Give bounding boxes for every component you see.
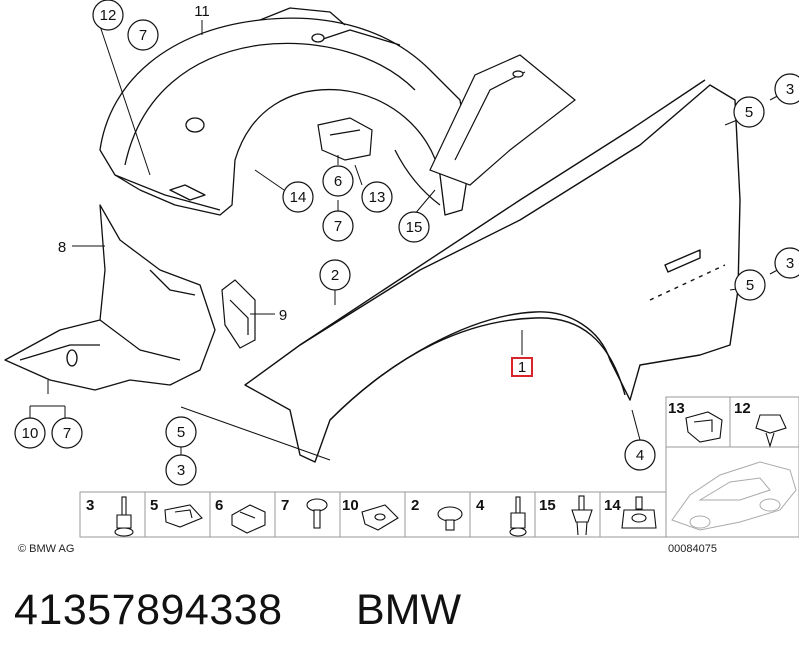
- legend-label-6: 6: [215, 497, 223, 514]
- legend-label-2: 2: [411, 497, 419, 514]
- part-number: 41357894338: [14, 586, 283, 634]
- bracket-6-icon: [231, 504, 266, 534]
- callout-6: 6: [322, 165, 354, 197]
- svg-text:3: 3: [786, 81, 794, 98]
- callout-3-left: 3: [165, 454, 197, 486]
- plug-14-icon: [621, 496, 657, 529]
- svg-text:1: 1: [518, 359, 526, 376]
- callout-9: 9: [279, 307, 287, 324]
- svg-text:15: 15: [406, 219, 423, 236]
- callout-15: 15: [398, 211, 430, 243]
- expanding-rivet-15-icon: [571, 495, 593, 536]
- callout-10: 10: [14, 417, 46, 449]
- svg-text:2: 2: [331, 267, 339, 284]
- legend-bottom: 3 5 6 7 10 2 4 15 14: [79, 491, 667, 538]
- svg-text:10: 10: [22, 425, 39, 442]
- nut-clip-5-icon: [164, 504, 203, 528]
- legend-label-5: 5: [150, 497, 158, 514]
- screw-7-icon: [306, 498, 328, 529]
- svg-text:5: 5: [745, 104, 753, 121]
- callout-11: 11: [194, 3, 210, 20]
- callout-8: 8: [58, 239, 66, 256]
- svg-text:3: 3: [177, 462, 185, 479]
- legend-label-14: 14: [604, 497, 621, 514]
- callout-13: 13: [361, 181, 393, 213]
- legend-label-7: 7: [281, 497, 289, 514]
- svg-text:13: 13: [369, 189, 386, 206]
- callout-7-top: 7: [127, 19, 159, 51]
- callout-5-right-mid: 5: [734, 269, 766, 301]
- svg-text:3: 3: [786, 255, 794, 272]
- legend-label-15: 15: [539, 497, 556, 514]
- callout-5-right-top: 5: [733, 96, 765, 128]
- nut-clip-10-icon: [361, 504, 399, 531]
- screw-4-icon: [509, 496, 527, 537]
- callout-14: 14: [282, 181, 314, 213]
- bracket-part-9: [221, 279, 256, 349]
- svg-text:7: 7: [63, 425, 71, 442]
- svg-text:7: 7: [334, 218, 342, 235]
- callout-3-right-mid: 3: [774, 247, 799, 279]
- copyright-text: © BMW AG: [18, 543, 74, 555]
- svg-text:9: 9: [279, 307, 287, 324]
- wheel-housing-rear-part-11: [99, 7, 471, 216]
- callout-2: 2: [319, 259, 351, 291]
- svg-text:8: 8: [58, 239, 66, 256]
- svg-text:4: 4: [636, 447, 644, 464]
- car-silhouette-icon: [671, 461, 797, 531]
- brand-name: BMW: [356, 586, 462, 634]
- callout-5-left: 5: [165, 416, 197, 448]
- legend-right: 13 12: [665, 396, 799, 538]
- clip-13-icon: [685, 411, 723, 443]
- svg-text:5: 5: [177, 424, 185, 441]
- callout-7-bottom: 7: [51, 417, 83, 449]
- callout-1-highlighted: 1: [511, 357, 533, 377]
- legend-label-12: 12: [734, 400, 751, 417]
- legend-label-10: 10: [342, 497, 359, 514]
- diagram-id: 00084075: [668, 543, 717, 555]
- callout-12: 12: [92, 0, 124, 31]
- svg-text:6: 6: [334, 173, 342, 190]
- legend-label-13: 13: [668, 400, 685, 417]
- svg-text:5: 5: [746, 277, 754, 294]
- clip-12-icon: [755, 414, 787, 448]
- svg-text:12: 12: [100, 7, 117, 24]
- screw-3-icon: [114, 496, 134, 537]
- bracket-part-13: [317, 117, 373, 161]
- legend-label-4: 4: [476, 497, 485, 514]
- callout-4: 4: [624, 439, 656, 471]
- svg-text:14: 14: [290, 189, 307, 206]
- svg-text:7: 7: [139, 27, 147, 44]
- svg-text:11: 11: [194, 3, 210, 20]
- cover-plate-part-15: [429, 54, 576, 186]
- legend-label-3: 3: [86, 497, 94, 514]
- rivet-2-icon: [437, 506, 463, 531]
- callout-3-right-top: 3: [774, 73, 799, 105]
- callout-7-mid: 7: [322, 210, 354, 242]
- wheel-housing-front-part-8: [4, 204, 216, 391]
